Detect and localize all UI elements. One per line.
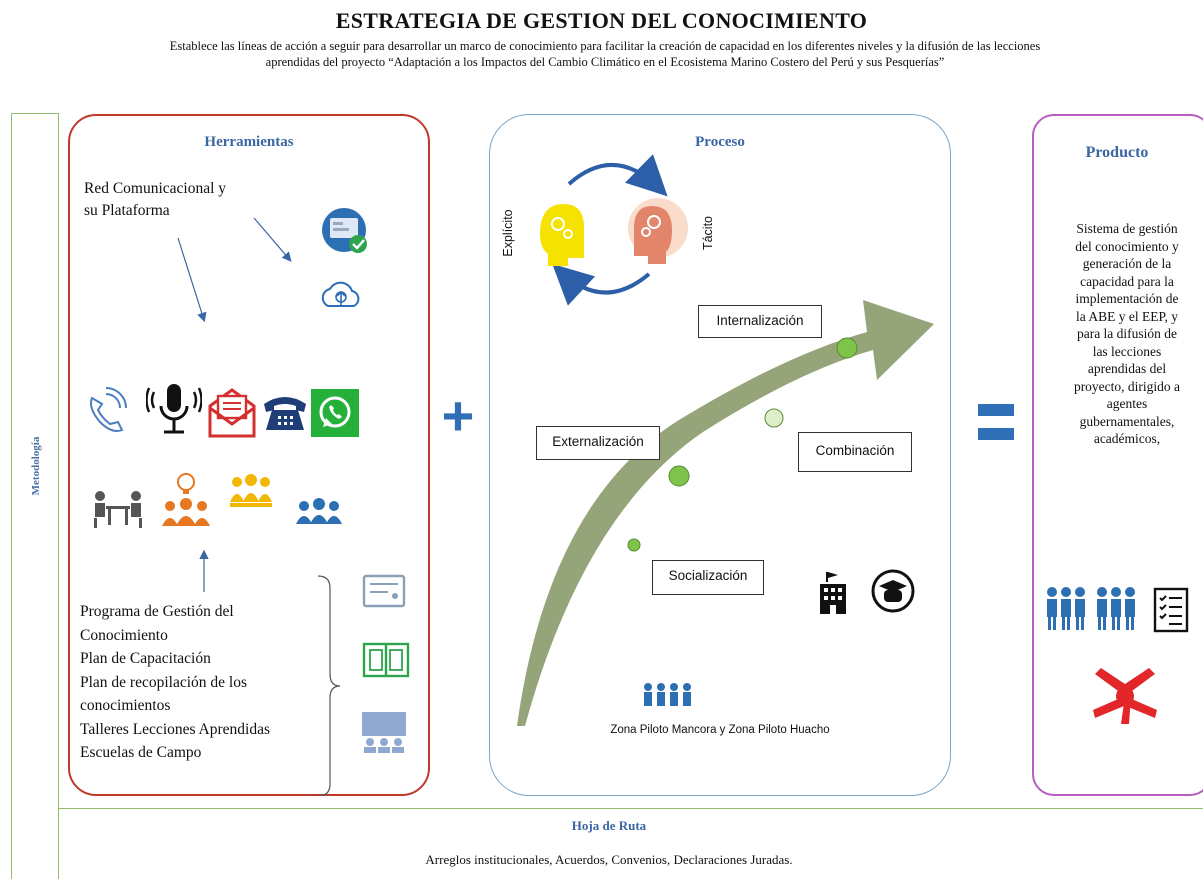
telephone-icon — [264, 397, 306, 430]
explicito-label: Explícito — [501, 209, 515, 257]
ideas-group-icon — [162, 473, 210, 526]
producto-line: del conocimiento y — [1075, 238, 1179, 254]
producto-line: capacidad para la — [1080, 273, 1174, 289]
phone-icon — [90, 387, 127, 432]
proceso-graphics — [517, 154, 934, 726]
producto-line: la ABE y el EEP, y — [1076, 308, 1178, 324]
red-line-2: su Plataforma — [84, 202, 170, 219]
book-icon — [362, 642, 410, 678]
head-tacit-icon — [628, 198, 688, 264]
people-group-icon — [1047, 587, 1135, 630]
hoja-de-ruta-text: Arreglos institucionales, Acuerdos, Conv… — [425, 852, 793, 867]
proceso-heading: Proceso — [695, 134, 745, 150]
metodologia-label: Metodología — [30, 436, 42, 496]
page-title: ESTRATEGIA DE GESTION DEL CONOCIMIENTO — [335, 8, 868, 33]
users-icon — [296, 498, 342, 524]
meeting-icon — [94, 491, 142, 528]
producto-description: Sistema de gestión del conocimiento y ge… — [1058, 220, 1196, 448]
equals-bar-bottom — [978, 428, 1014, 440]
team-icon — [230, 474, 272, 507]
producto-line: proyecto, dirigido a — [1073, 378, 1181, 394]
producto-line: agentes — [1106, 396, 1148, 411]
people-row-icon — [644, 683, 691, 706]
list-item: Escuelas de Campo — [80, 744, 202, 761]
cloud-upload-icon — [321, 281, 360, 307]
zona-piloto-label: Zona Piloto Mancora y Zona Piloto Huacho — [610, 724, 830, 736]
stage-internalizacion: Internalización — [698, 305, 822, 338]
producto-line: para la difusión de — [1076, 326, 1178, 341]
hoja-de-ruta-panel — [59, 808, 1203, 879]
producto-heading: Producto — [1085, 144, 1149, 161]
producto-line: implementación de — [1075, 291, 1179, 306]
producto-line: gubernamentales, — [1079, 413, 1175, 429]
list-item: Talleres Lecciones Aprendidas — [80, 720, 271, 738]
stage-externalizacion: Externalización — [536, 426, 660, 460]
producto-line: generación de la — [1082, 256, 1172, 271]
subtitle-line-1: Establece las líneas de acción a seguir … — [169, 39, 1041, 53]
stage-socializacion: Socialización — [652, 560, 764, 595]
producto-panel — [1032, 114, 1203, 796]
tacito-label: Tácito — [701, 215, 715, 251]
building-icon — [820, 572, 846, 614]
head-explicit-icon — [540, 204, 584, 266]
page-subtitle: Establece las líneas de acción a seguir … — [80, 38, 1130, 70]
red-line-1: Red Comunicacional y — [84, 180, 227, 197]
red-comunicacional-text: Red Comunicacional y su Plataforma — [84, 178, 226, 222]
producto-line: aprendidas del — [1087, 361, 1167, 376]
list-item: conocimientos — [80, 697, 171, 714]
certificate-icon — [362, 574, 406, 608]
collaboration-hands-icon — [1093, 668, 1157, 724]
herramientas-arrows — [177, 217, 341, 796]
stage-combinacion: Combinación — [798, 432, 912, 472]
list-item: Conocimiento — [80, 626, 168, 644]
computer-check-icon — [322, 208, 367, 253]
herramientas-panel — [68, 114, 430, 796]
presentation-icon — [362, 712, 406, 753]
graduate-icon — [871, 569, 915, 613]
hoja-de-ruta-heading: Hoja de Ruta — [571, 818, 647, 833]
list-item: Plan de recopilación de los — [80, 673, 248, 691]
proceso-panel — [489, 114, 951, 796]
list-item: Programa de Gestión del — [80, 603, 234, 620]
checklist-icon — [1153, 587, 1189, 633]
herramientas-heading: Herramientas — [204, 134, 294, 150]
whatsapp-icon — [311, 389, 359, 437]
list-item: Plan de Capacitación — [80, 650, 211, 667]
subtitle-line-2: aprendidas del proyecto “Adaptación a lo… — [265, 55, 945, 69]
producto-line: académicos, — [1093, 431, 1161, 446]
herramientas-item-list: Programa de Gestión del Conocimiento Pla… — [80, 600, 320, 765]
plus-operator: + — [441, 384, 475, 447]
microphone-icon — [146, 384, 202, 434]
mail-icon — [208, 388, 256, 438]
producto-line: Sistema de gestión — [1076, 221, 1178, 236]
equals-bar-top — [978, 404, 1014, 416]
metodologia-frame — [11, 113, 59, 879]
producto-line: las lecciones — [1092, 343, 1162, 359]
